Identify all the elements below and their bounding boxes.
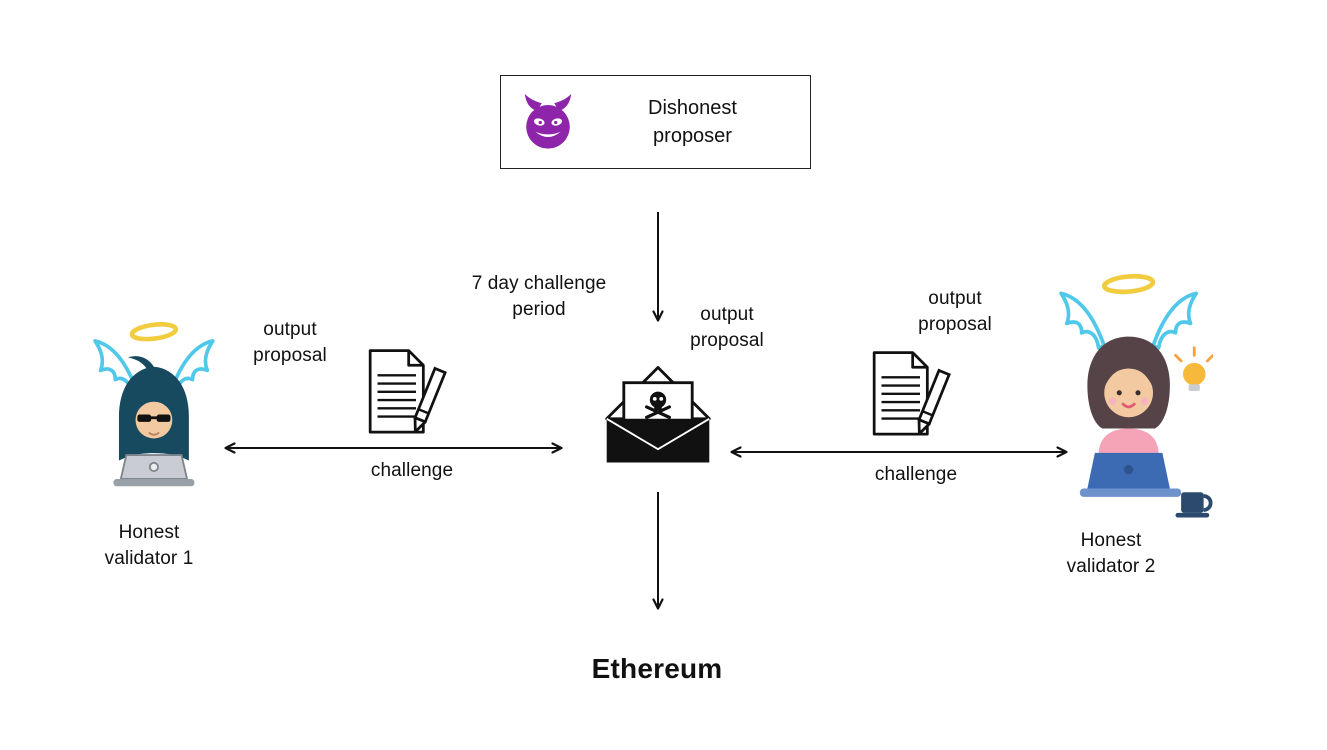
woman-angel-validator-icon	[1059, 273, 1213, 518]
document-pencil-icon-right	[872, 351, 951, 436]
document-pencil-icon-left	[368, 349, 447, 434]
challenge-label-right: challenge	[874, 464, 958, 485]
output-proposal-label-left: output proposal	[253, 319, 327, 367]
skull-envelope-icon	[605, 366, 711, 463]
challenge-label-left: challenge	[370, 460, 454, 481]
output-proposal-label-right: output proposal	[918, 288, 992, 336]
dishonest-proposer-box: Dishonest proposer	[500, 75, 811, 169]
honest-validator-2-label: Honest validator 2	[1066, 530, 1156, 578]
output-proposal-label-center: output proposal	[690, 304, 764, 352]
devil-icon	[524, 93, 572, 149]
honest-validator-1-label: Honest validator 1	[104, 522, 194, 570]
hooded-angel-validator-icon	[93, 322, 215, 487]
dishonest-proposer-label: Dishonest proposer	[648, 97, 737, 147]
ethereum-label: Ethereum	[591, 653, 723, 684]
challenge-period-label: 7 day challenge period	[471, 273, 607, 321]
